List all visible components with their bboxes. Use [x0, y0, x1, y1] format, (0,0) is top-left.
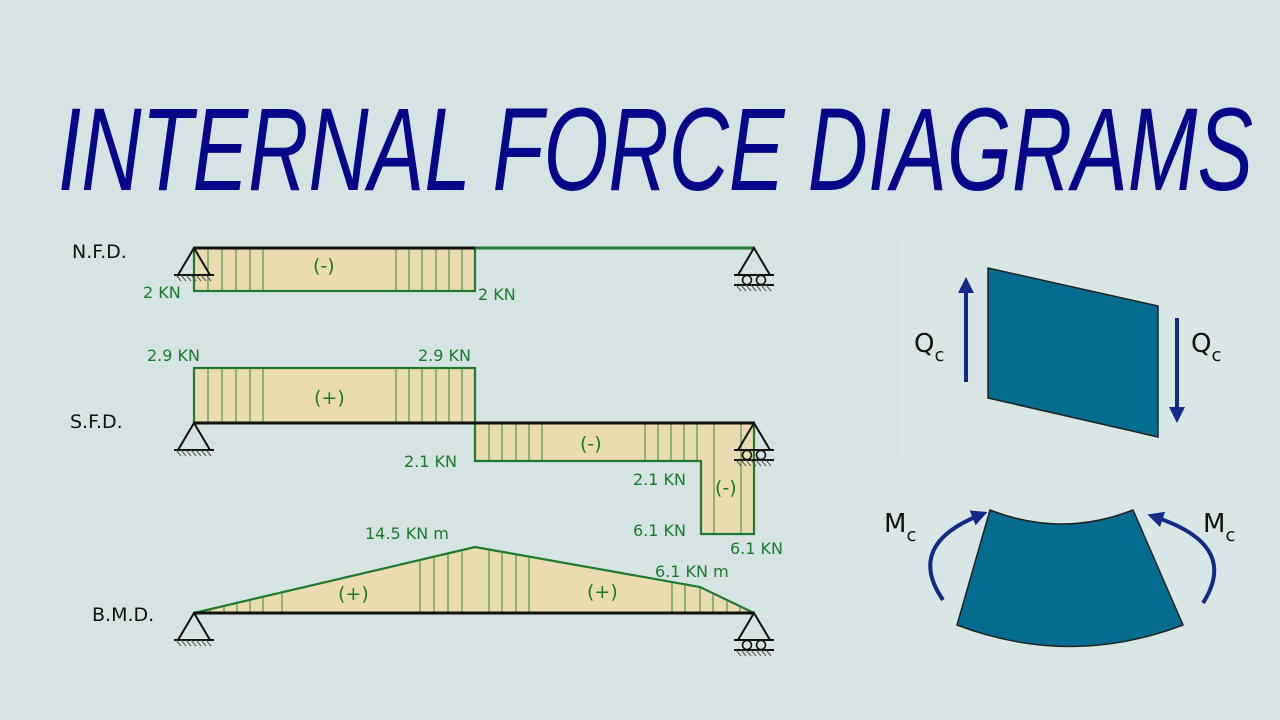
bmd-value-max: 14.5 KN m — [365, 524, 449, 543]
nfd-negative-region — [192, 246, 477, 293]
nfd-sign: (-) — [313, 255, 335, 277]
moment-arrow-right-icon — [1147, 511, 1217, 605]
moment-arrow-left-icon — [928, 510, 988, 602]
bent-element — [956, 509, 1185, 648]
roller-support-icon — [734, 421, 774, 467]
roller-support-icon — [734, 611, 774, 657]
shear-label-left: Qc — [914, 329, 944, 366]
moment-element: Mc Mc — [862, 470, 1240, 690]
nfd-value-left: 2 KN — [143, 283, 181, 302]
bmd-value: 6.1 KN m — [655, 562, 729, 581]
bmd-hatching — [209, 550, 741, 612]
sfd-value: 2.1 KN — [404, 452, 457, 471]
sfd-label: S.F.D. — [70, 411, 123, 433]
shear-force-diagram: S.F.D. (+) (-) (-) 2.9 KN 2.9 KN 2.1 KN … — [70, 346, 783, 558]
supports — [174, 246, 774, 657]
pin-support-icon — [174, 246, 214, 282]
shear-deformed-element — [987, 267, 1159, 438]
roller-support-icon — [734, 246, 774, 292]
sfd-sign-negative: (-) — [580, 433, 602, 455]
moment-label-right: Mc — [1203, 509, 1235, 546]
moment-label-left: Mc — [884, 509, 916, 546]
sfd-negative-region — [473, 421, 756, 536]
bmd-sign: (+) — [338, 583, 369, 605]
nfd-hatching — [207, 249, 463, 290]
sfd-sign-negative-2: (-) — [715, 477, 737, 499]
sfd-value: 2.9 KN — [147, 346, 200, 365]
sfd-hatching — [207, 369, 742, 533]
pin-support-icon — [174, 611, 214, 647]
pin-support-icon — [174, 421, 214, 457]
shear-element: Qc Qc — [900, 240, 1240, 455]
page-title: INTERNAL FORCE DIAGRAMS — [58, 84, 1253, 216]
bmd-label: B.M.D. — [92, 604, 154, 626]
sfd-sign-positive: (+) — [314, 387, 345, 409]
bending-moment-diagram: B.M.D. (+) (+) 14.5 KN m 6.1 KN m — [92, 524, 755, 626]
normal-force-diagram: N.F.D. (-) 2 KN 2 KN — [72, 241, 754, 304]
sfd-value: 6.1 KN — [633, 521, 686, 540]
sfd-value: 6.1 KN — [730, 539, 783, 558]
sfd-value: 2.9 KN — [418, 346, 471, 365]
shear-label-right: Qc — [1191, 329, 1221, 366]
nfd-label: N.F.D. — [72, 241, 127, 263]
sfd-value: 2.1 KN — [633, 470, 686, 489]
bmd-sign: (+) — [587, 581, 618, 603]
nfd-value-right: 2 KN — [478, 285, 516, 304]
